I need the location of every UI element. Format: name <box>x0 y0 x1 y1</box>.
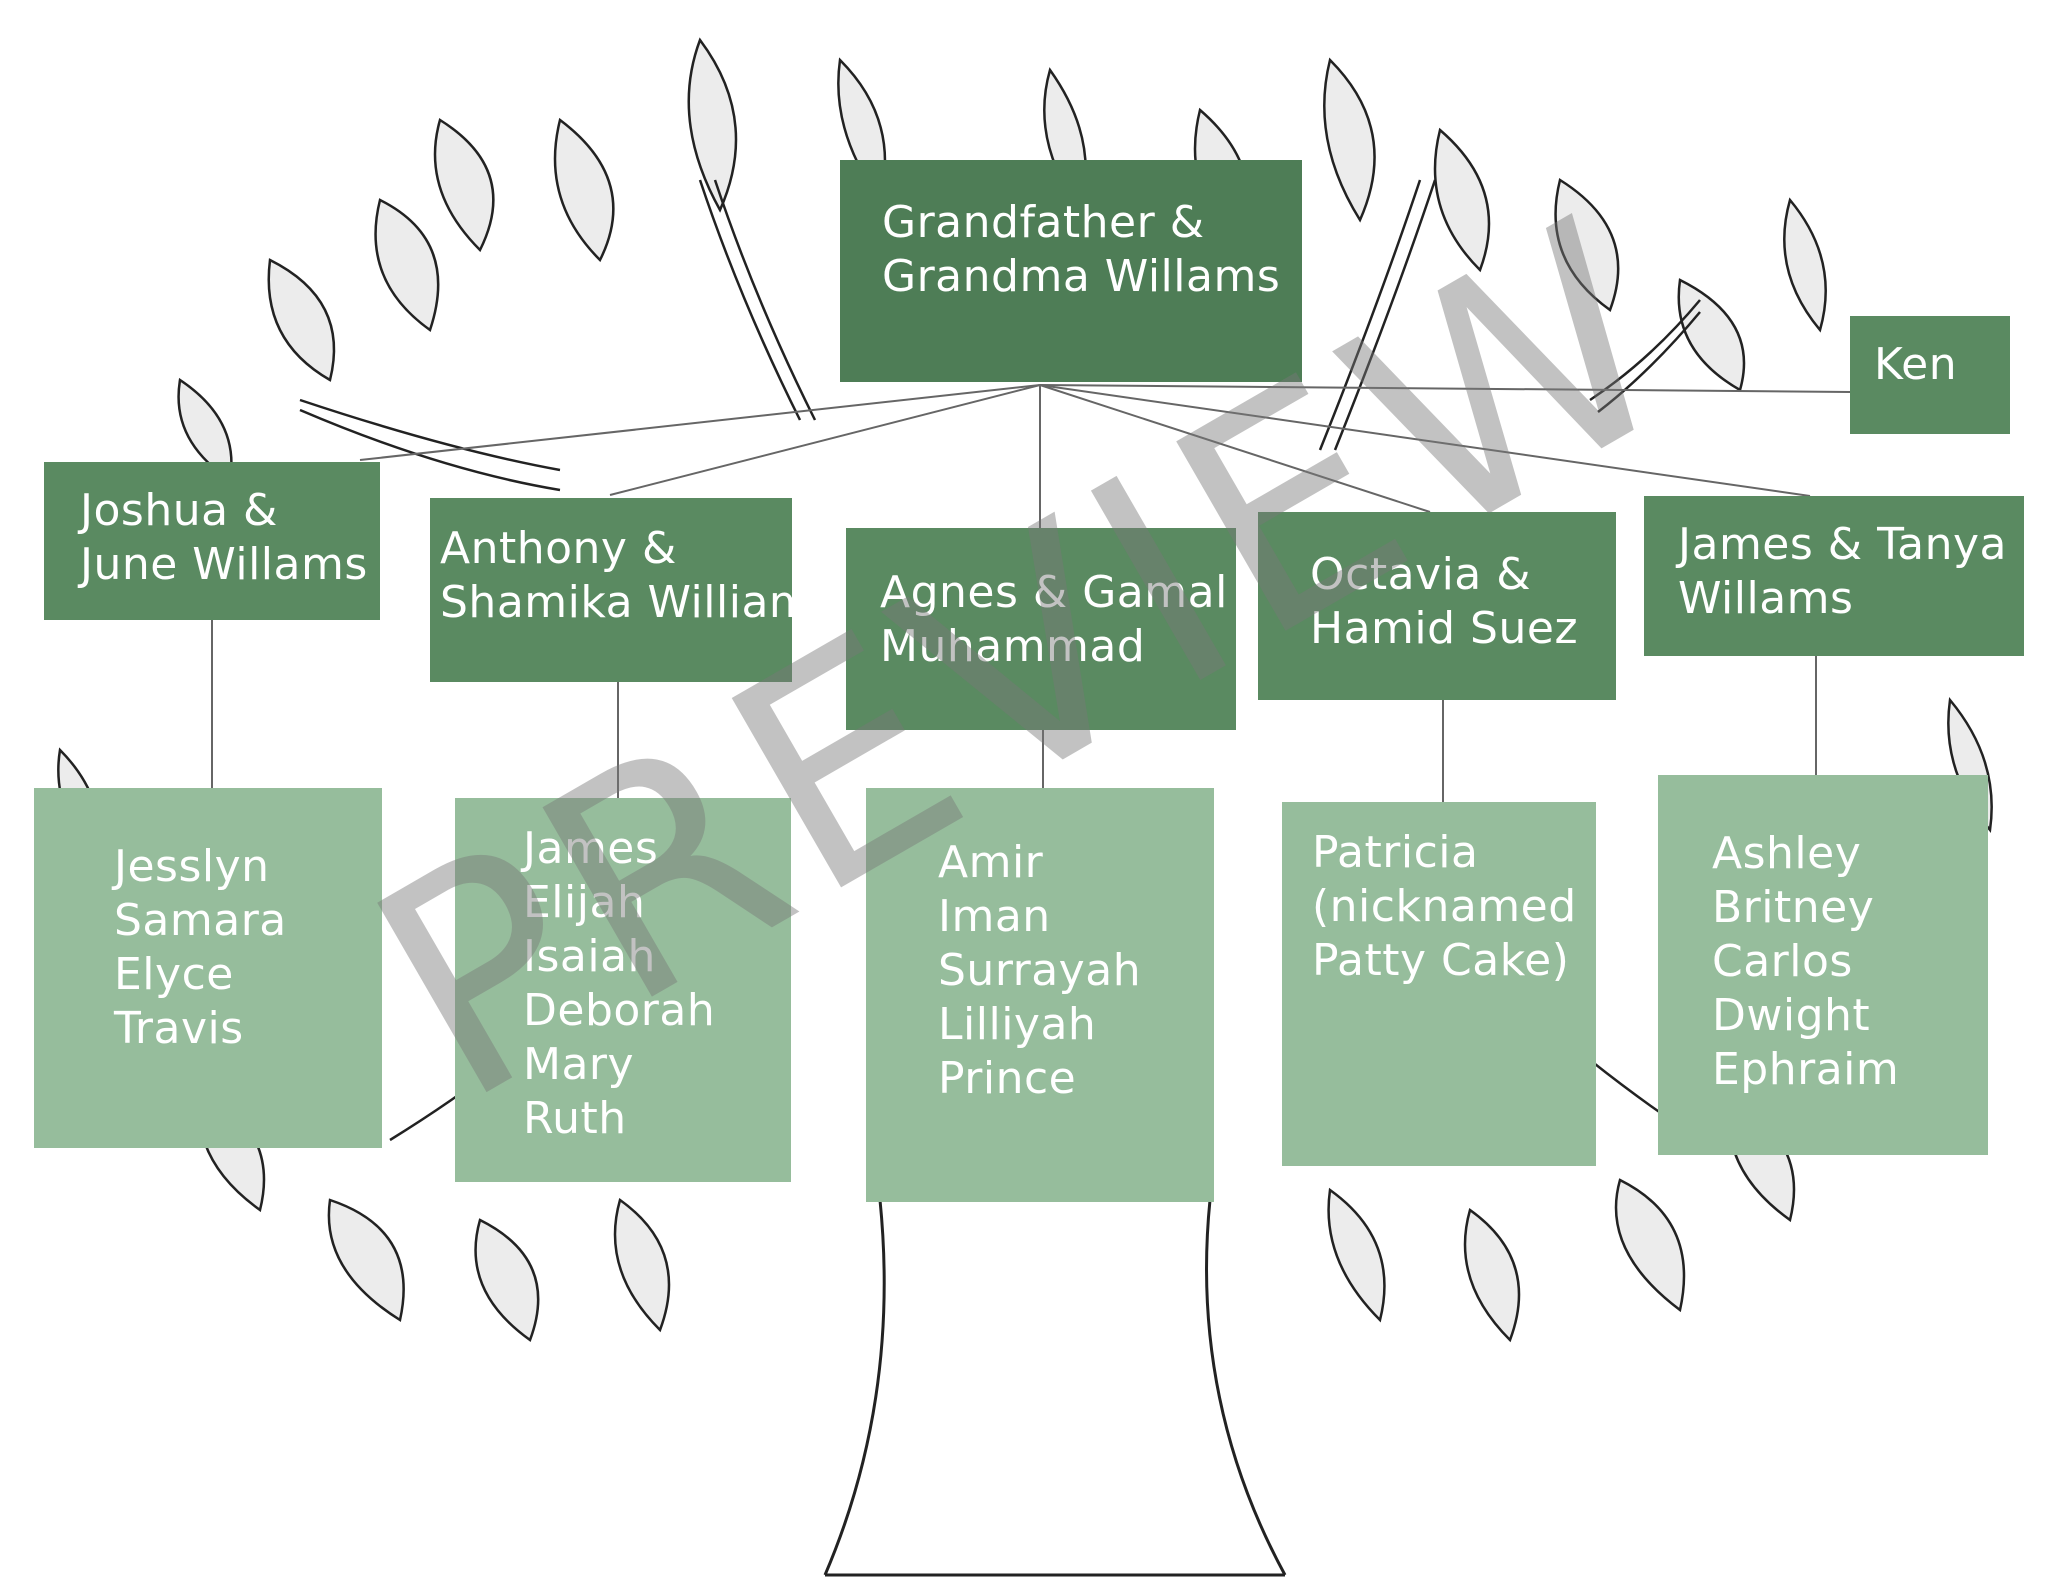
child-name: Britney <box>1712 882 1875 933</box>
trunk <box>823 1199 1287 1577</box>
parent-box-1: Joshua & June Willams <box>44 462 380 620</box>
side-box-ken: Ken <box>1850 316 2010 434</box>
child-name: Patty Cake) <box>1312 935 1570 986</box>
child-name: James <box>523 823 659 874</box>
root-line-2: Grandma Willams <box>882 251 1281 302</box>
child-name: Iman <box>938 891 1051 942</box>
children-box-4: Patricia (nicknamed Patty Cake) <box>1282 802 1596 1166</box>
parent-box-2: Anthony & Shamika Williams <box>430 498 836 682</box>
child-name: Patricia <box>1312 827 1479 878</box>
children-box-2: James Elijah Isaiah Deborah Mary Ruth <box>455 798 791 1182</box>
child-name: Ruth <box>523 1093 627 1144</box>
child-name: Ephraim <box>1712 1044 1900 1095</box>
parent-line: Joshua & <box>80 485 278 536</box>
parent-line: Willams <box>1678 573 1854 624</box>
parent-line: Muhammad <box>880 621 1146 672</box>
children-box-3: Amir Iman Surrayah Lilliyah Prince <box>866 788 1214 1202</box>
parent-box-5: James & Tanya Willams <box>1644 496 2024 656</box>
parent-box-4: Octavia & Hamid Suez <box>1258 512 1616 700</box>
children-box-5: Ashley Britney Carlos Dwight Ephraim <box>1658 775 1988 1155</box>
parent-line: June Willams <box>80 539 368 590</box>
child-name: (nicknamed <box>1312 881 1577 932</box>
side-name: Ken <box>1874 339 1958 390</box>
child-name: Samara <box>114 895 287 946</box>
child-name: Mary <box>523 1039 635 1090</box>
child-name: Surrayah <box>938 945 1142 996</box>
child-name: Elijah <box>523 877 646 928</box>
child-name: Prince <box>938 1053 1077 1104</box>
children-box-1: Jesslyn Samara Elyce Travis <box>34 788 382 1148</box>
child-name: Ashley <box>1712 828 1862 879</box>
parent-box-3: Agnes & Gamal Muhammad <box>846 528 1236 730</box>
parent-line: Agnes & Gamal <box>880 567 1228 618</box>
child-name: Carlos <box>1712 936 1853 987</box>
parent-line: Shamika Williams <box>440 577 836 628</box>
parent-line: Octavia & <box>1310 549 1532 600</box>
child-name: Jesslyn <box>114 841 270 892</box>
child-name: Lilliyah <box>938 999 1097 1050</box>
connector-lines <box>211 384 1851 802</box>
child-name: Amir <box>938 837 1044 888</box>
child-name: Deborah <box>523 985 716 1036</box>
child-name: Travis <box>114 1003 244 1054</box>
root-line-1: Grandfather & <box>882 197 1205 248</box>
child-name: Elyce <box>114 949 234 1000</box>
parent-line: James & Tanya <box>1678 519 2008 570</box>
child-name: Isaiah <box>523 931 656 982</box>
child-name: Dwight <box>1712 990 1871 1041</box>
parent-line: Anthony & <box>440 523 677 574</box>
root-box: Grandfather & Grandma Willams <box>840 160 1302 382</box>
parent-line: Hamid Suez <box>1310 603 1579 654</box>
